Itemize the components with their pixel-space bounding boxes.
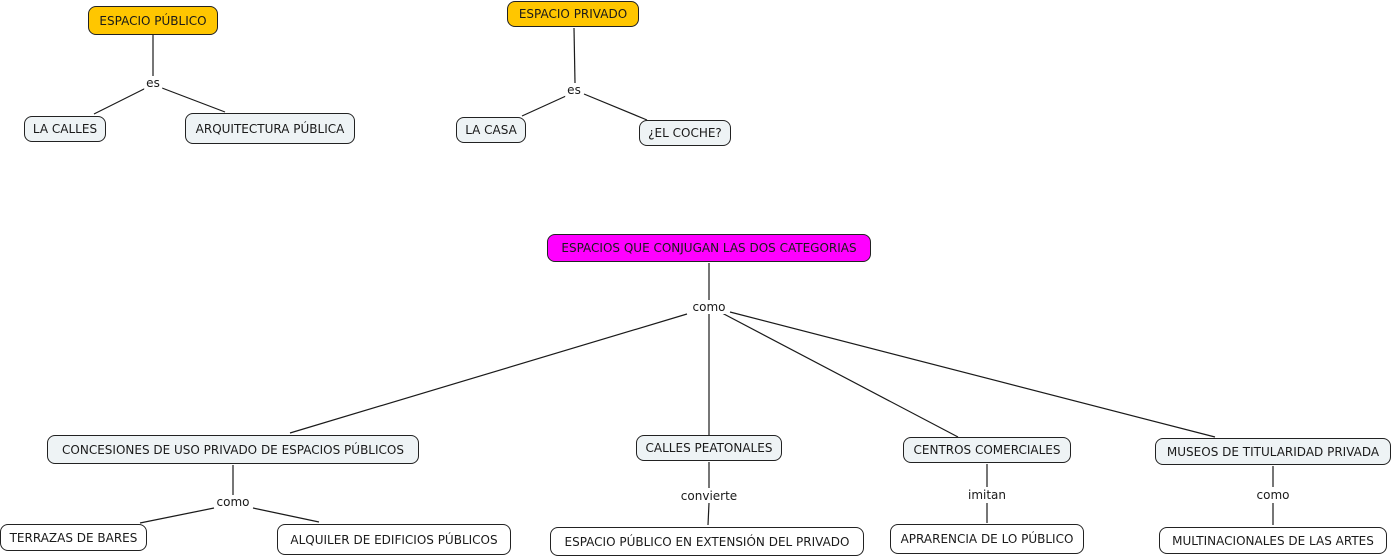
concept-concesiones[interactable]: CONCESIONES DE USO PRIVADO DE ESPACIOS P… bbox=[47, 435, 419, 464]
concept-espacios-que-conjugan[interactable]: ESPACIOS QUE CONJUGAN LAS DOS CATEGORIAS bbox=[547, 234, 871, 262]
link-label-es: es bbox=[144, 76, 162, 90]
concept-espacio-publico[interactable]: ESPACIO PÚBLICO bbox=[88, 6, 218, 35]
link-label-imitan: imitan bbox=[965, 488, 1009, 502]
link-label-como: como bbox=[690, 300, 728, 314]
connector bbox=[573, 27, 576, 84]
concept-espacio-privado[interactable]: ESPACIO PRIVADO bbox=[507, 1, 639, 27]
concept-alquiler-edificios[interactable]: ALQUILER DE EDIFICIOS PÚBLICOS bbox=[277, 524, 511, 555]
connector bbox=[707, 502, 710, 526]
link-label-como: como bbox=[1254, 488, 1292, 502]
concept-terrazas-de-bares[interactable]: TERRAZAS DE BARES bbox=[0, 524, 147, 551]
link-label-como: como bbox=[214, 495, 252, 509]
connector bbox=[93, 87, 147, 115]
concept-la-calles[interactable]: LA CALLES bbox=[24, 116, 106, 142]
concept-espacio-publico-extension[interactable]: ESPACIO PÚBLICO EN EXTENSIÓN DEL PRIVADO bbox=[550, 527, 864, 556]
concept-el-coche[interactable]: ¿EL COCHE? bbox=[639, 120, 731, 146]
connector bbox=[583, 93, 648, 121]
concept-aprarencia-de-lo-publico[interactable]: APRARENCIA DE LO PÚBLICO bbox=[890, 524, 1084, 554]
connector bbox=[161, 87, 226, 113]
connector bbox=[139, 507, 215, 524]
connector bbox=[521, 95, 567, 117]
link-label-es: es bbox=[565, 83, 583, 97]
connector bbox=[289, 313, 688, 434]
connector bbox=[721, 312, 959, 438]
concept-museos-titularidad-privada[interactable]: MUSEOS DE TITULARIDAD PRIVADA bbox=[1155, 438, 1391, 465]
concept-arquitectura-publica[interactable]: ARQUITECTURA PÚBLICA bbox=[185, 113, 355, 144]
concept-centros-comerciales[interactable]: CENTROS COMERCIALES bbox=[903, 437, 1071, 463]
concept-calles-peatonales[interactable]: CALLES PEATONALES bbox=[636, 435, 782, 461]
concept-multinacionales-de-las-artes[interactable]: MULTINACIONALES DE LAS ARTES bbox=[1159, 527, 1387, 554]
concept-la-casa[interactable]: LA CASA bbox=[456, 117, 526, 143]
connector bbox=[729, 311, 1216, 438]
link-label-convierte: convierte bbox=[678, 489, 740, 503]
connector bbox=[252, 507, 320, 523]
